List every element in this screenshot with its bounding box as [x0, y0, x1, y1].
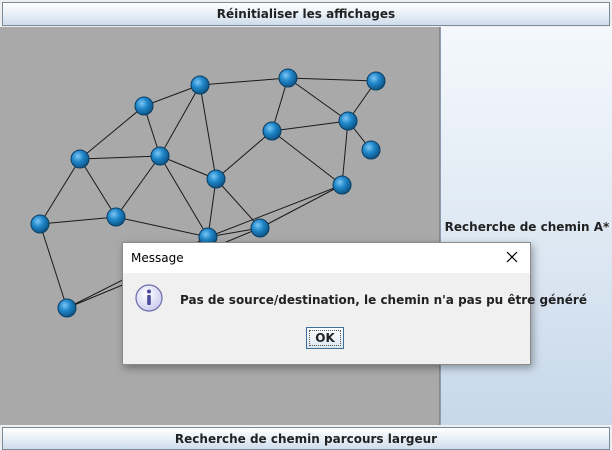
bfs-search-button[interactable]: Recherche de chemin parcours largeur	[2, 427, 610, 450]
graph-node[interactable]	[278, 68, 298, 88]
graph-edge	[207, 178, 217, 238]
graph-canvas[interactable]	[0, 27, 440, 425]
graph-edge	[115, 155, 161, 218]
graph-edge	[271, 130, 343, 186]
graph-node[interactable]	[361, 140, 381, 160]
close-icon[interactable]	[504, 249, 520, 265]
graph-edge	[79, 155, 161, 160]
graph-edge	[341, 120, 349, 186]
astar-search-button[interactable]: Recherche de chemin A*	[444, 220, 610, 234]
graph-node[interactable]	[70, 149, 90, 169]
graph-edge	[39, 158, 81, 225]
graph-node[interactable]	[150, 146, 170, 166]
side-panel: Recherche de chemin A*	[440, 27, 612, 425]
graph-edge	[159, 84, 201, 157]
graph-edge	[39, 223, 68, 309]
dialog-message: Pas de source/destination, le chemin n'a…	[180, 293, 587, 307]
graph-node[interactable]	[57, 298, 77, 318]
graph-edge	[79, 105, 145, 160]
graph-node[interactable]	[250, 218, 270, 238]
message-dialog: Message Pas de source/destination, le ch…	[122, 242, 587, 365]
graph-edge	[287, 77, 349, 122]
graph-edge	[207, 184, 343, 238]
graph-node[interactable]	[338, 111, 358, 131]
ok-button[interactable]: OK	[306, 327, 344, 349]
dialog-title: Message	[131, 251, 184, 265]
graph-node[interactable]	[190, 75, 210, 95]
graph-node[interactable]	[30, 214, 50, 234]
reset-views-button[interactable]: Réinitialiser les affichages	[2, 2, 610, 26]
graph-node[interactable]	[106, 207, 126, 227]
graph-edge	[199, 84, 217, 180]
graph-nodes	[30, 68, 386, 318]
graph-edge	[79, 158, 117, 218]
graph-edge	[115, 216, 209, 238]
graph-edge	[287, 77, 377, 82]
info-icon	[135, 284, 163, 312]
graph-edge	[199, 77, 289, 86]
graph-node[interactable]	[206, 169, 226, 189]
graph-edge	[259, 184, 343, 229]
graph-edge	[215, 178, 261, 229]
graph-svg	[30, 68, 386, 318]
graph-edge	[271, 120, 349, 132]
graph-edge	[159, 155, 217, 180]
graph-edge	[215, 130, 273, 180]
graph-edge	[159, 155, 209, 238]
graph-node[interactable]	[262, 121, 282, 141]
graph-edge	[143, 84, 201, 107]
graph-node[interactable]	[332, 175, 352, 195]
dialog-titlebar[interactable]: Message	[123, 243, 530, 273]
graph-node[interactable]	[134, 96, 154, 116]
graph-edge	[39, 216, 117, 225]
graph-node[interactable]	[366, 71, 386, 91]
